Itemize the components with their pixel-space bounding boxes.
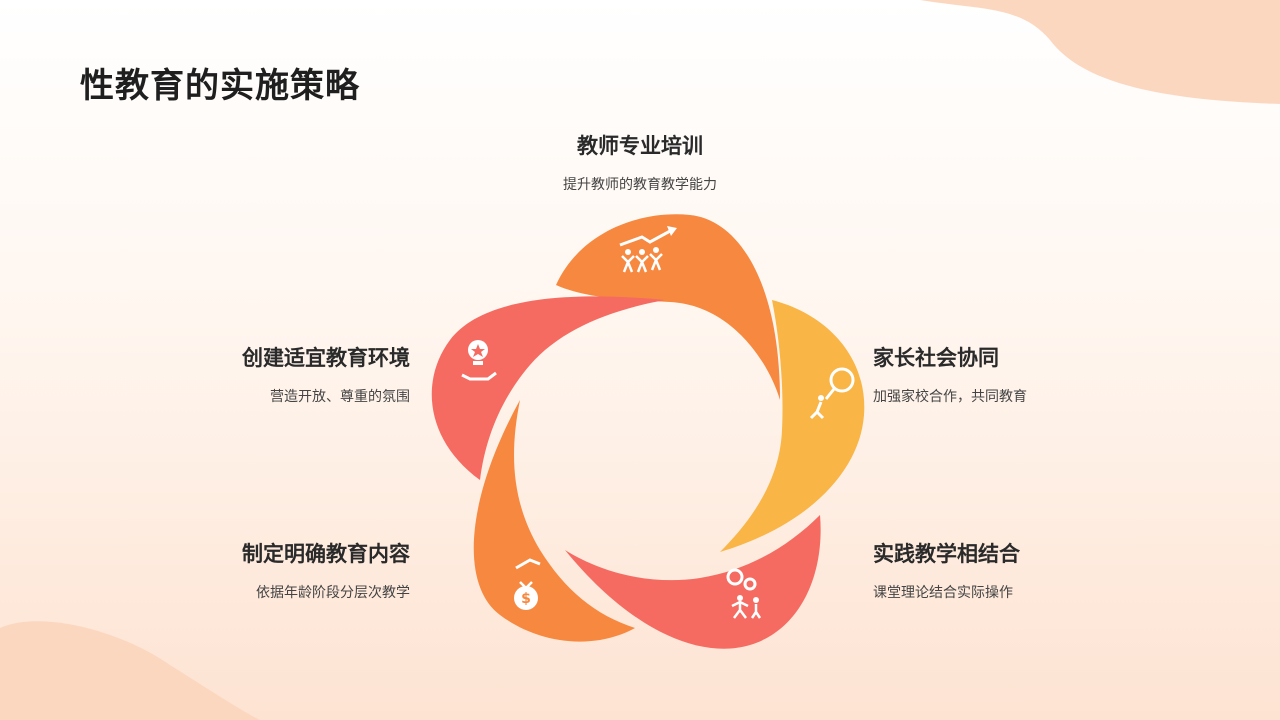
petal-shape [720,300,865,552]
strategy-desc: 依据年龄阶段分层次教学 [256,585,410,601]
strategy-title: 家长社会协同 [873,346,999,370]
strategy-title: 制定明确教育内容 [242,542,410,566]
cycle-diagram: $ [431,214,865,649]
strategy-title: 教师专业培训 [577,134,703,158]
petal-parents [720,300,865,552]
petal-shape [473,400,635,642]
lightbulb-hand-icon [461,340,497,381]
magnifier-person-icon [809,367,855,420]
strategy-label-teacher: 教师专业培训 提升教师的教育教学能力 [480,130,800,194]
strategy-desc: 加强家校合作，共同教育 [873,389,1027,405]
strategy-label-content: 制定明确教育内容 依据年龄阶段分层次教学 [90,538,410,602]
petal-environment [431,296,665,480]
strategy-label-environment: 创建适宜教育环境 营造开放、尊重的氛围 [90,342,410,406]
page-title: 性教育的实施策略 [80,66,360,106]
petal-content: $ [473,400,635,642]
strategy-desc: 营造开放、尊重的氛围 [270,389,410,405]
team-growth-icon [619,226,677,273]
petal-practice [565,515,821,649]
svg-text:$: $ [521,591,531,607]
petal-shape [556,214,780,400]
strategy-label-parents: 家长社会协同 加强家校合作，共同教育 [873,342,1193,406]
gears-people-icon [726,568,762,619]
decor-blob-top [920,0,1280,104]
strategy-desc: 课堂理论结合实际操作 [873,585,1013,601]
decor-blob-bottom [0,621,260,720]
money-bag-icon: $ [514,558,541,610]
petal-teacher [556,214,780,400]
petal-shape [431,296,665,480]
strategy-label-practice: 实践教学相结合 课堂理论结合实际操作 [873,538,1193,602]
strategy-title: 实践教学相结合 [873,542,1020,566]
strategy-desc: 提升教师的教育教学能力 [563,177,717,193]
strategy-title: 创建适宜教育环境 [242,346,410,370]
